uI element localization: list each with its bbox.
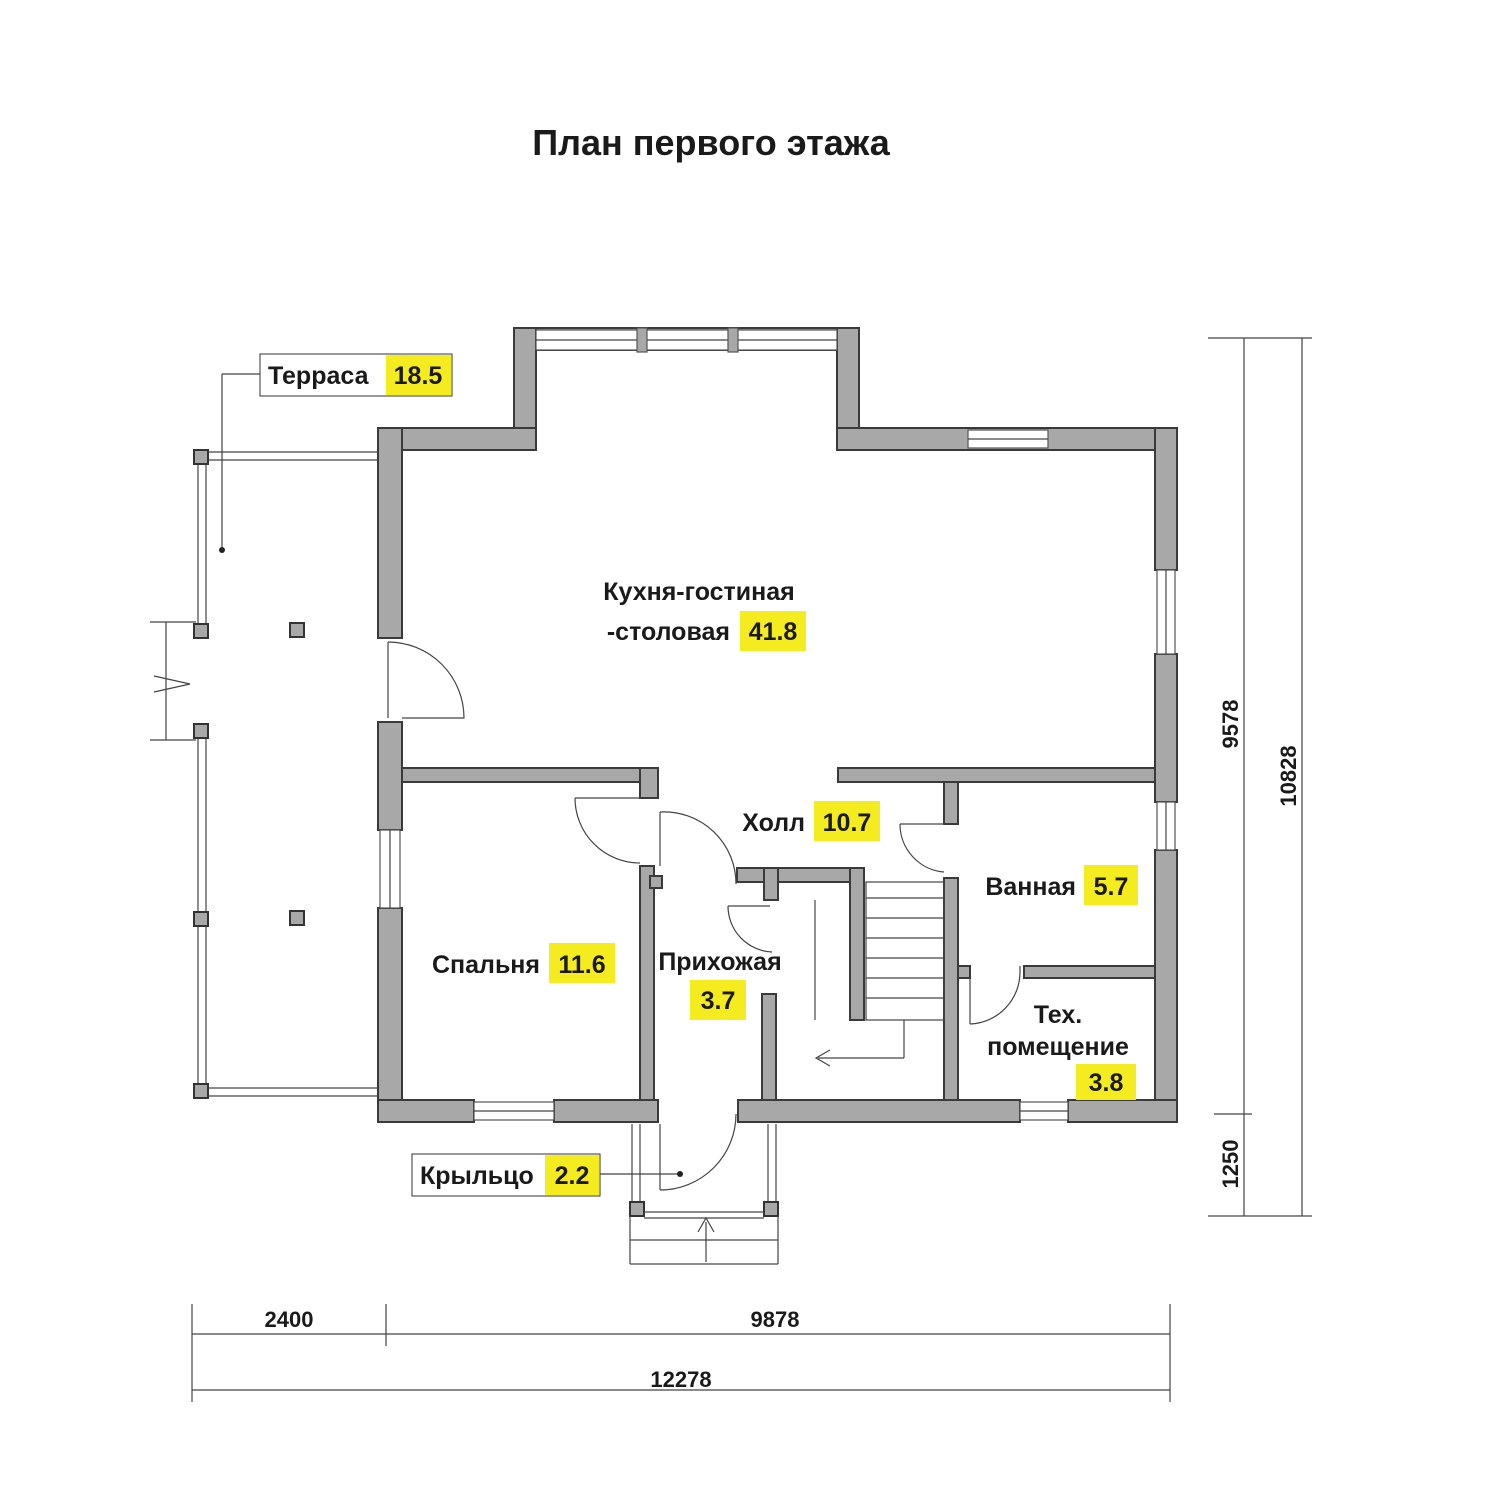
callout-leaders [219, 373, 683, 1177]
dim-bottom-right: 9878 [751, 1307, 800, 1332]
entrance-hall-name: Прихожая [658, 948, 781, 976]
utility-area: 3.8 [1089, 1069, 1124, 1097]
kitchen-living-name-line2: -столовая [607, 618, 730, 646]
dimension-lines [191, 337, 1312, 1402]
terrace-structure [150, 449, 378, 1099]
hall-label: Холл 10.7 [742, 801, 880, 841]
dim-right-porch: 1250 [1218, 1140, 1243, 1189]
hall-area: 10.7 [823, 809, 872, 837]
kitchen-living-label: Кухня-гостиная -столовая 41.8 [603, 578, 806, 651]
porch-name: Крыльцо [420, 1162, 534, 1190]
porch-callout: Крыльцо 2.2 [411, 1153, 601, 1197]
walls [377, 327, 1178, 1123]
page-title: План первого этажа [532, 122, 890, 163]
entrance-hall-label: Прихожая 3.7 [658, 948, 782, 1020]
bedroom-label: Спальня 11.6 [432, 943, 615, 983]
hall-name: Холл [742, 809, 805, 837]
entrance-hall-area: 3.7 [701, 987, 736, 1015]
dim-right-outer: 10828 [1276, 745, 1301, 806]
bathroom-area: 5.7 [1094, 873, 1129, 901]
terrace-callout: Терраса 18.5 [259, 353, 453, 397]
bathroom-label: Ванная 5.7 [985, 865, 1138, 905]
kitchen-living-name-line1: Кухня-гостиная [603, 578, 795, 606]
doors [387, 641, 1021, 1191]
stairs [814, 881, 945, 1067]
kitchen-living-area: 41.8 [749, 618, 798, 646]
utility-room-label: Тех. помещение 3.8 [987, 1001, 1136, 1100]
bathroom-name: Ванная [985, 873, 1076, 901]
utility-name-line1: Тех. [1034, 1001, 1082, 1029]
utility-name-line2: помещение [987, 1033, 1129, 1061]
terrace-name: Терраса [268, 362, 370, 390]
dim-bottom-left: 2400 [265, 1307, 314, 1332]
bedroom-area: 11.6 [558, 951, 605, 979]
porch-structure [629, 1124, 779, 1265]
dim-bottom-total: 12278 [650, 1367, 711, 1392]
porch-area: 2.2 [555, 1162, 590, 1190]
bedroom-name: Спальня [432, 951, 540, 979]
terrace-area: 18.5 [394, 362, 443, 390]
windows [379, 327, 1176, 1121]
dim-right-inner: 9578 [1218, 700, 1243, 749]
